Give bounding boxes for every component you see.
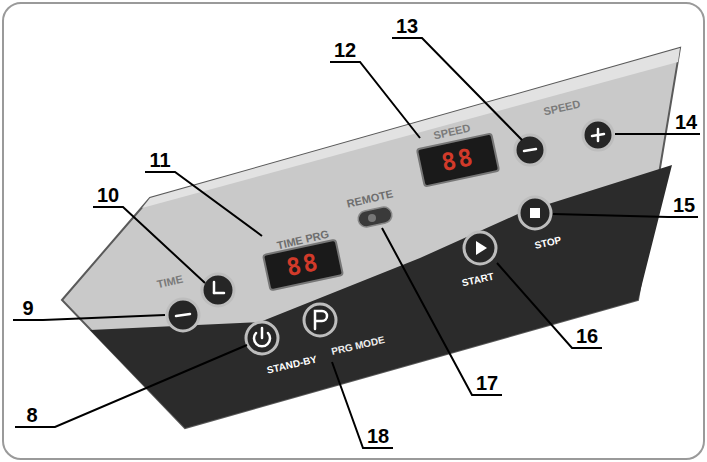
button-icons bbox=[176, 129, 604, 346]
start-icon bbox=[476, 241, 487, 255]
leader-lines bbox=[13, 38, 700, 448]
display-digits: 88 bbox=[439, 145, 476, 175]
callout-number: 14 bbox=[675, 112, 697, 132]
buttons bbox=[167, 120, 613, 354]
display-window bbox=[417, 134, 499, 187]
remote-receiver bbox=[368, 214, 376, 222]
frame bbox=[3, 3, 704, 459]
panel-bevel bbox=[142, 48, 680, 208]
panel-dark-band bbox=[90, 165, 672, 428]
remote-receiver bbox=[357, 206, 394, 229]
stop-icon bbox=[530, 208, 540, 218]
callout-number: 17 bbox=[476, 373, 498, 393]
callout-number: 18 bbox=[367, 426, 389, 446]
callout-number: 13 bbox=[396, 16, 418, 36]
callout-number: 15 bbox=[673, 195, 695, 215]
callout-number: 10 bbox=[97, 185, 119, 205]
callout-number: 11 bbox=[149, 150, 170, 170]
callout-number: 9 bbox=[22, 298, 33, 318]
callout-number: 16 bbox=[576, 326, 598, 346]
display-digits: 88 bbox=[284, 250, 321, 280]
callout-number: 8 bbox=[26, 405, 37, 425]
display-window bbox=[263, 240, 343, 291]
callout-number: 12 bbox=[334, 40, 356, 60]
panel-body bbox=[62, 48, 680, 428]
